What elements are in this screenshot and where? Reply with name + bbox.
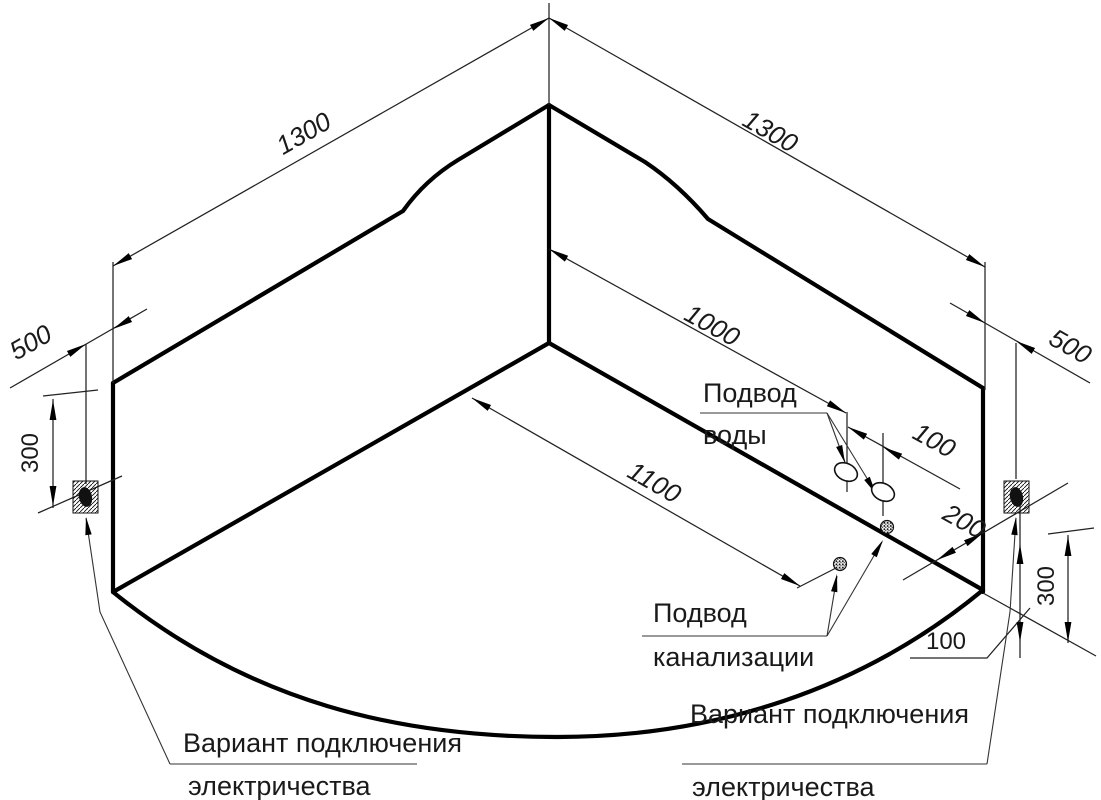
sewer-leader-2 — [826, 541, 883, 637]
dim-line-200 — [902, 482, 1069, 581]
label-electric-right-line1: Вариант подключения — [690, 699, 969, 729]
water-supply-holes — [833, 461, 896, 503]
sewer-holes — [832, 519, 895, 572]
dim-line-100-water — [847, 426, 961, 490]
label-electric-left-line1: Вариант подключения — [183, 728, 462, 758]
label-sewer-line1: Подвод — [653, 598, 747, 628]
dim-line-1300-left — [112, 17, 550, 267]
dim-100-floor: 100 — [926, 628, 966, 655]
bathtub-outline — [110, 102, 986, 740]
dim-300-left: 300 — [17, 433, 44, 473]
electric-right-leader — [986, 517, 1017, 765]
tub-left-rim-edge — [110, 102, 552, 386]
sewer-hole-2 — [879, 519, 895, 535]
water-hole-1 — [833, 461, 859, 483]
tub-front-curve — [110, 587, 986, 740]
dim-1100: 1100 — [623, 455, 687, 509]
dim-line-1100 — [471, 397, 801, 587]
dim-line-1000 — [548, 248, 847, 414]
label-water-supply-line1: Подвод — [703, 378, 797, 408]
electric-left-leader — [85, 517, 171, 765]
dim-1000: 1000 — [680, 298, 746, 352]
note-texts: Подвод воды Подвод канализации Вариант п… — [183, 378, 969, 800]
arrowheads — [49, 18, 1072, 642]
dim-100-water: 100 — [908, 416, 961, 464]
label-water-supply-line2: воды — [703, 420, 767, 450]
dim-500-left: 500 — [4, 318, 57, 366]
sewer-hole-1 — [832, 556, 848, 572]
tub-right-rim-edge — [546, 102, 986, 391]
electric-outlet-left — [72, 480, 99, 514]
electric-outlet-right — [1003, 480, 1030, 514]
label-electric-right-line2: электричества — [692, 772, 876, 800]
water-hole-2 — [870, 481, 896, 503]
tub-left-bottom-edge — [110, 340, 552, 595]
dim-1300-left: 1300 — [271, 106, 337, 161]
dim-leader-100-floor — [910, 607, 1031, 659]
extension-lines — [37, 3, 1097, 657]
dim-line-1300-right — [548, 17, 986, 268]
tub-right-bottom-edge — [546, 340, 986, 593]
label-sewer-line2: канализации — [653, 642, 814, 672]
dim-300-right: 300 — [1033, 566, 1060, 606]
label-electric-left-line2: электричества — [188, 771, 372, 800]
dim-1300-right: 1300 — [738, 104, 804, 159]
dim-500-right: 500 — [1044, 322, 1097, 370]
